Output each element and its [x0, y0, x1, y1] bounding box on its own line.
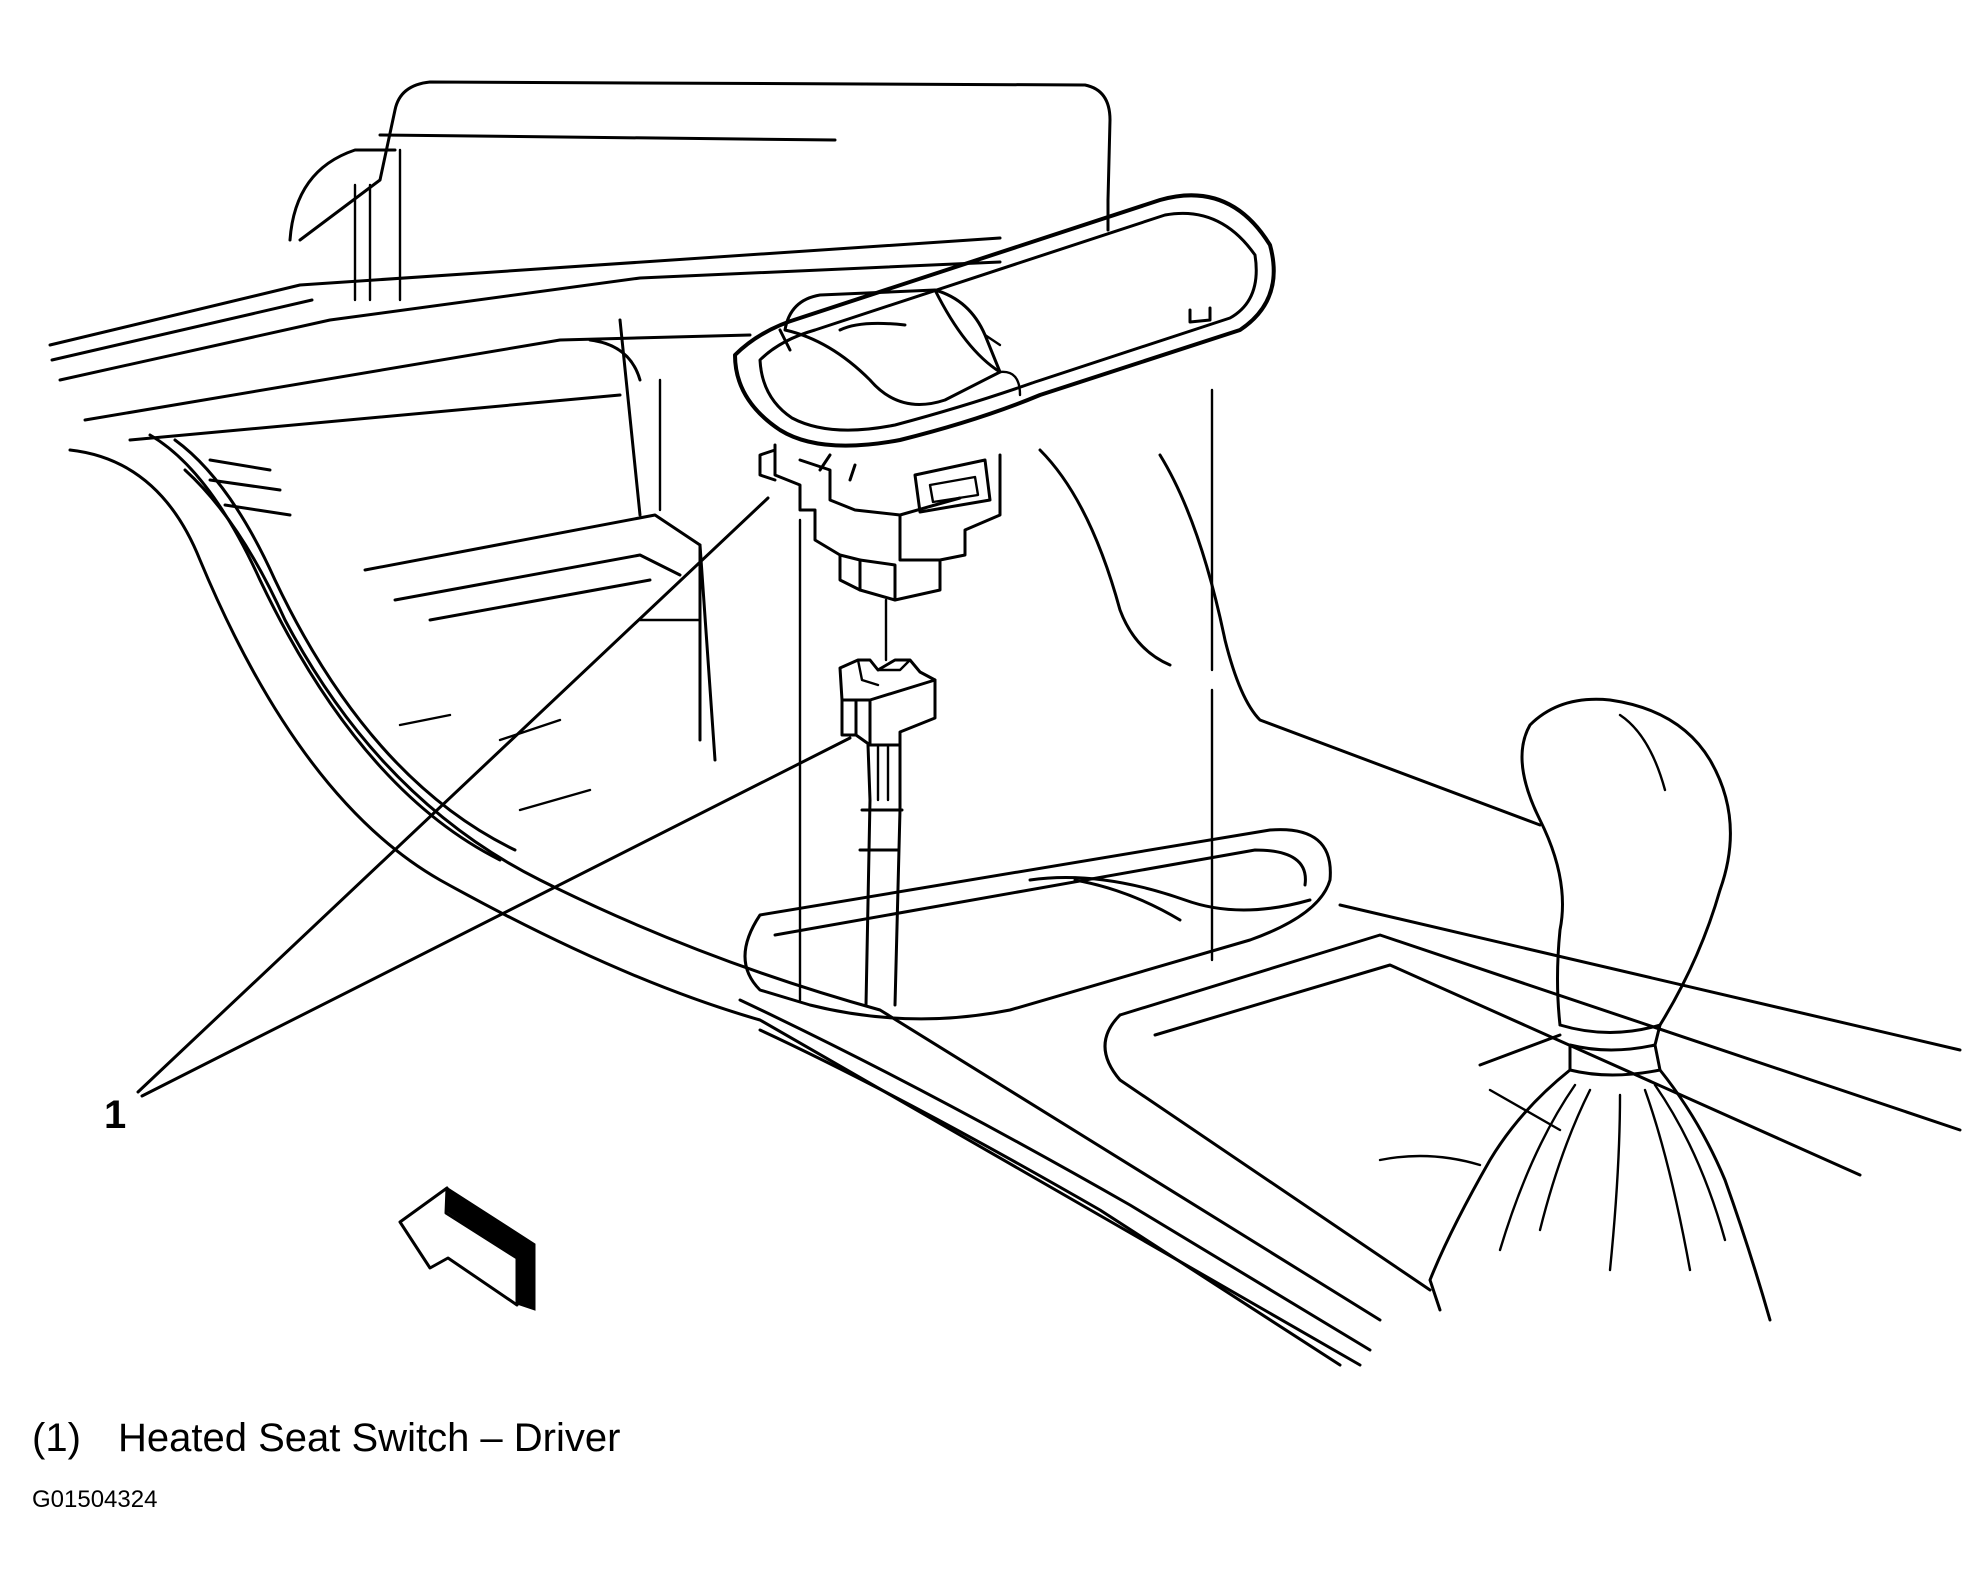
heated-seat-switch-bezel: [733, 193, 1276, 448]
legend-number: (1): [32, 1416, 81, 1460]
storage-bin: [363, 318, 717, 762]
heated-seat-switch-body: [758, 443, 1002, 602]
console-rim: [48, 236, 1002, 442]
legend-entry: (1) Heated Seat Switch – Driver: [32, 1418, 620, 1458]
gear-shift-knob: [1520, 697, 1732, 1077]
callout-number: 1: [104, 1093, 127, 1137]
figure-id: G01504324: [32, 1486, 158, 1513]
shift-boot: [1378, 1068, 1772, 1322]
harness-connector: [838, 658, 937, 1007]
shifter-tray: [1038, 448, 1962, 1292]
assembly-guide-lines: [798, 388, 1214, 1002]
console-side-panel: [68, 433, 1382, 1367]
switch-cavity: [743, 828, 1332, 1021]
callout-leaders: [136, 496, 852, 1098]
seat-back-outline: [288, 80, 1112, 302]
front-direction-arrow-icon: [398, 1186, 536, 1311]
legend-text: Heated Seat Switch – Driver: [118, 1416, 621, 1460]
